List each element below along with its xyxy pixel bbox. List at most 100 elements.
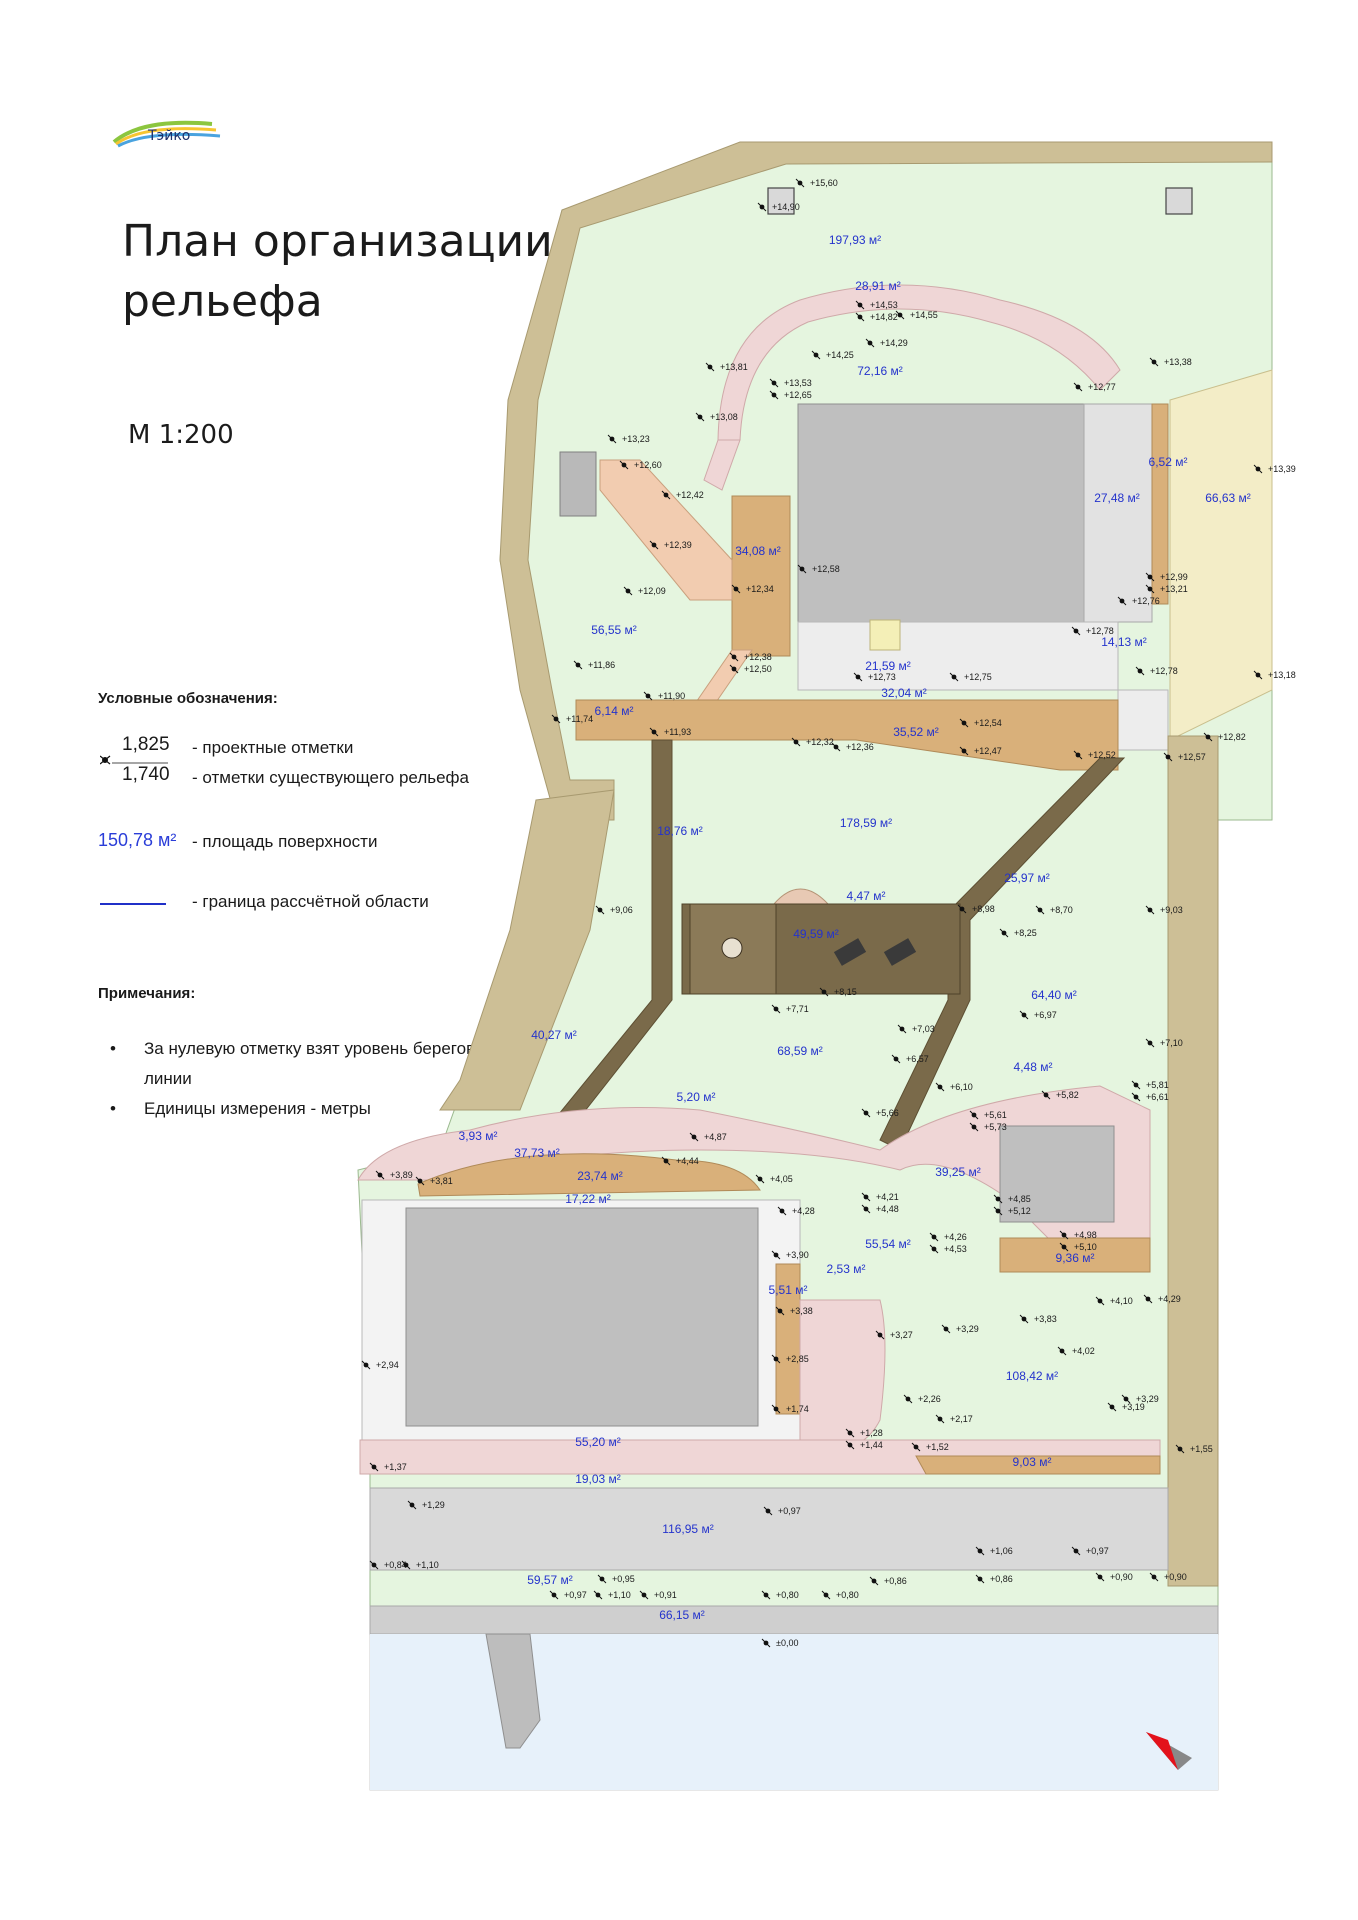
elevation-mark-icon bbox=[1097, 1298, 1103, 1304]
elevation-mark: +14,53 bbox=[855, 300, 898, 310]
elevation-mark-icon bbox=[931, 1234, 937, 1240]
elevation-mark-label: +1,06 bbox=[990, 1546, 1013, 1556]
elevation-mark-icon bbox=[1255, 466, 1261, 472]
page-title-line-2: рельефа bbox=[122, 276, 323, 327]
area-label: 68,59 м² bbox=[777, 1044, 823, 1058]
elevation-mark-label: +1,29 bbox=[422, 1500, 445, 1510]
shore-strip bbox=[369, 1605, 1219, 1635]
elevation-mark-label: +15,60 bbox=[810, 178, 838, 188]
elevation-mark-icon bbox=[961, 748, 967, 754]
elevation-mark-label: +1,55 bbox=[1190, 1444, 1213, 1454]
elevation-mark: +2,85 bbox=[771, 1354, 809, 1364]
elevation-mark: +14,25 bbox=[811, 350, 854, 360]
elevation-mark-icon bbox=[757, 1176, 763, 1182]
elevation-mark-label: +12,42 bbox=[676, 490, 704, 500]
elevation-mark-label: +12,78 bbox=[1150, 666, 1178, 676]
elevation-mark: +12,58 bbox=[797, 564, 840, 574]
elevation-mark: +11,86 bbox=[573, 660, 615, 670]
elevation-mark-icon bbox=[1001, 930, 1007, 936]
area-label: 5,51 м² bbox=[769, 1283, 808, 1297]
elevation-mark-label: +13,53 bbox=[784, 378, 812, 388]
area-label: 6,14 м² bbox=[595, 704, 634, 718]
legend-existing-mark-sample: 1,740 bbox=[122, 764, 170, 785]
elevation-mark-label: +5,81 bbox=[1146, 1080, 1169, 1090]
elevation-mark-icon bbox=[377, 1172, 383, 1178]
elevation-mark-label: +1,44 bbox=[860, 1440, 883, 1450]
elevation-mark: +7,03 bbox=[897, 1024, 935, 1034]
elevation-mark-label: +13,18 bbox=[1268, 670, 1296, 680]
elevation-mark-icon bbox=[1133, 1082, 1139, 1088]
elevation-mark-label: +12,38 bbox=[744, 652, 772, 662]
manhole-icon bbox=[767, 187, 795, 215]
elevation-mark-icon bbox=[1165, 754, 1171, 760]
elevation-mark-icon bbox=[707, 364, 713, 370]
deck-strip bbox=[575, 699, 1119, 771]
area-label: 4,48 м² bbox=[1014, 1060, 1053, 1074]
elevation-mark-icon bbox=[971, 1124, 977, 1130]
house-annex bbox=[1083, 403, 1153, 623]
elevation-mark: ±0,00 bbox=[761, 1638, 798, 1648]
area-label: 56,55 м² bbox=[591, 623, 637, 637]
elevation-mark: +11,90 bbox=[643, 691, 685, 701]
page-title-line-1: План организации bbox=[122, 216, 553, 267]
elevation-mark-icon bbox=[1147, 586, 1153, 592]
elevation-mark-icon bbox=[867, 340, 873, 346]
elevation-mark-label: ±0,00 bbox=[776, 1638, 798, 1648]
elevation-mark-icon bbox=[409, 1502, 415, 1508]
lower-deck bbox=[417, 1153, 761, 1197]
area-label: 66,63 м² bbox=[1205, 491, 1251, 505]
elevation-mark: +11,93 bbox=[649, 727, 691, 737]
elevation-mark: +13,18 bbox=[1253, 670, 1296, 680]
elevation-mark-label: +5,12 bbox=[1008, 1206, 1031, 1216]
area-label: 32,04 м² bbox=[881, 686, 927, 700]
elevation-mark-icon bbox=[821, 989, 827, 995]
page-title: План организации рельефа bbox=[122, 212, 553, 332]
elevation-mark: +6,10 bbox=[935, 1082, 973, 1092]
elevation-mark-label: +14,53 bbox=[870, 300, 898, 310]
elevation-mark-icon bbox=[773, 1252, 779, 1258]
area-label: 72,16 м² bbox=[857, 364, 903, 378]
elevation-mark-label: +11,86 bbox=[588, 660, 615, 670]
elevation-mark: +1,44 bbox=[845, 1440, 883, 1450]
elevation-mark-label: +3,83 bbox=[1034, 1314, 1057, 1324]
elevation-mark-icon bbox=[625, 588, 631, 594]
elevation-mark-icon bbox=[995, 1208, 1001, 1214]
elevation-mark-icon bbox=[1073, 1548, 1079, 1554]
elevation-mark-label: +12,77 bbox=[1088, 382, 1116, 392]
elevation-mark: +3,27 bbox=[875, 1330, 913, 1340]
elevation-mark: +0,91 bbox=[639, 1590, 677, 1600]
elevation-mark: +0,95 bbox=[597, 1574, 635, 1584]
elevation-mark-label: +6,57 bbox=[906, 1054, 929, 1064]
elevation-mark-icon bbox=[553, 716, 559, 722]
elevation-mark-label: +0,86 bbox=[990, 1574, 1013, 1584]
elevation-mark: +0,97 bbox=[1071, 1546, 1109, 1556]
area-label: 34,08 м² bbox=[735, 544, 781, 558]
elevation-mark-icon bbox=[937, 1416, 943, 1422]
area-label: 14,13 м² bbox=[1101, 635, 1147, 649]
elevation-mark-icon bbox=[551, 1592, 557, 1598]
elevation-mark-icon bbox=[943, 1326, 949, 1332]
elevation-mark: +12,77 bbox=[1073, 382, 1116, 392]
elevation-mark-icon bbox=[663, 492, 669, 498]
elevation-mark-label: +8,15 bbox=[834, 987, 857, 997]
elevation-mark-icon bbox=[951, 674, 957, 680]
elevation-mark-label: +2,26 bbox=[918, 1394, 941, 1404]
elevation-mark: +12,52 bbox=[1073, 750, 1116, 760]
elevation-mark-label: +1,74 bbox=[786, 1404, 809, 1414]
elevation-mark: +12,78 bbox=[1071, 626, 1114, 636]
elevation-mark: +1,10 bbox=[401, 1560, 439, 1570]
area-label: 39,25 м² bbox=[935, 1165, 981, 1179]
garden-path bbox=[717, 284, 1121, 441]
elevation-mark: +12,82 bbox=[1203, 732, 1246, 742]
elevation-mark: +1,06 bbox=[975, 1546, 1013, 1556]
elevation-mark: +5,10 bbox=[1059, 1242, 1097, 1252]
elevation-mark-label: +12,60 bbox=[634, 460, 662, 470]
legend-project-mark-desc: - проектные отметки bbox=[192, 738, 354, 757]
elevation-mark-label: +13,08 bbox=[710, 412, 738, 422]
elevation-mark-icon bbox=[797, 180, 803, 186]
elevation-mark-label: +7,10 bbox=[1160, 1038, 1183, 1048]
area-label: 40,27 м² bbox=[531, 1028, 577, 1042]
house-roof bbox=[797, 403, 1085, 623]
elevation-mark-label: +12,34 bbox=[746, 584, 774, 594]
sunbed-icon bbox=[883, 938, 917, 966]
